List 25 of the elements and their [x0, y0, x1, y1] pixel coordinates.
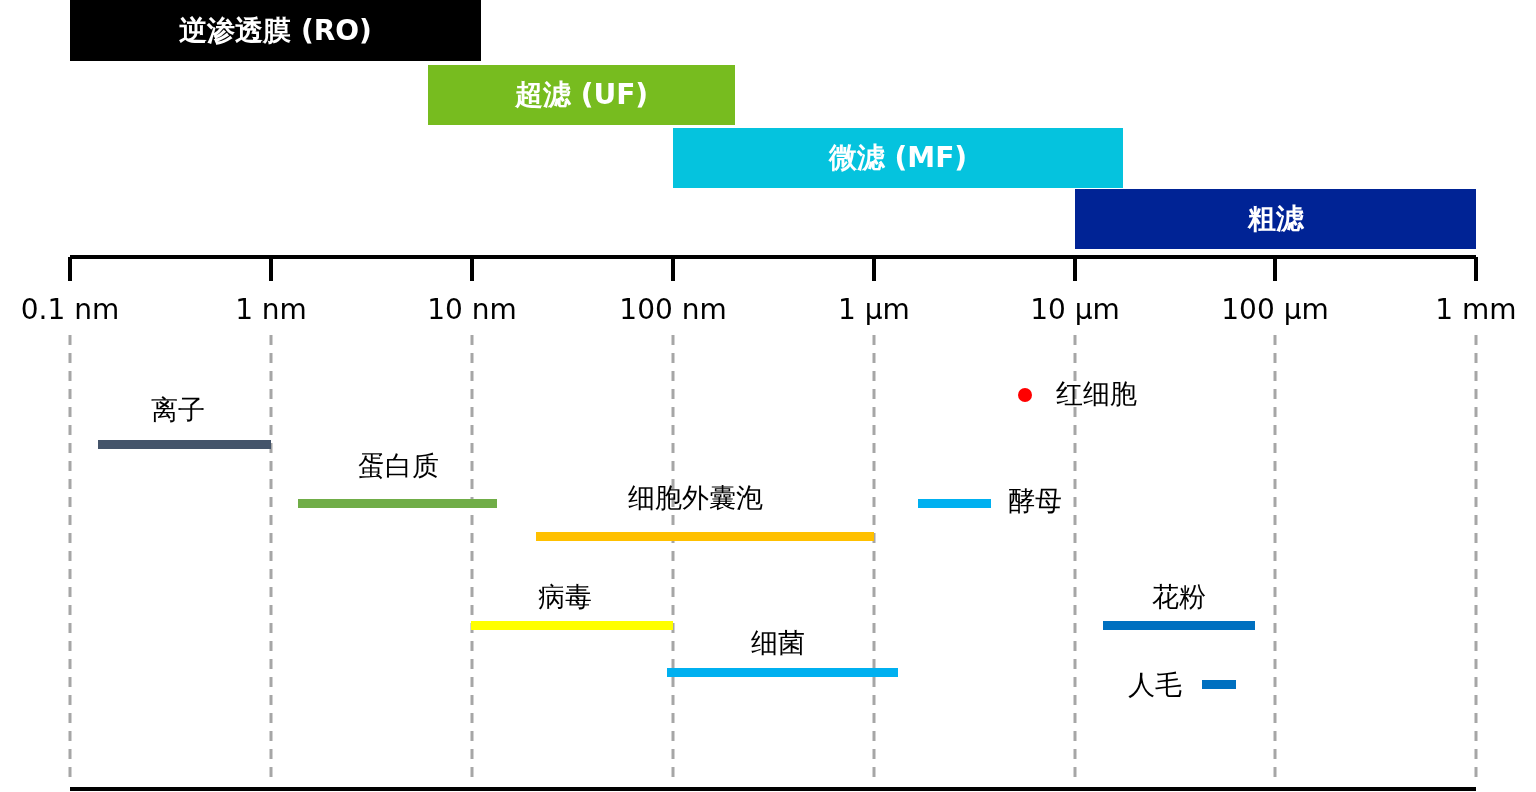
- filtration-band: [673, 128, 1123, 188]
- particle-label: 人毛: [1128, 671, 1182, 698]
- particle-label: 病毒: [538, 583, 592, 610]
- filtration-band: [70, 0, 481, 61]
- band-label: 逆渗透膜 (RO): [179, 12, 372, 49]
- particle-label: 蛋白质: [357, 452, 439, 479]
- band-label: 微滤 (MF): [828, 140, 968, 176]
- particle-label: 红细胞: [1056, 380, 1137, 407]
- particle-label: 细菌: [751, 629, 805, 656]
- scale-label: 1 μm: [838, 296, 910, 324]
- band-label: 粗滤: [1247, 201, 1304, 237]
- scale-label: 0.1 nm: [20, 296, 120, 324]
- scale-label: 1 nm: [235, 296, 307, 324]
- filtration-band: [1075, 189, 1476, 249]
- band-label: 超滤 (UF): [514, 77, 649, 113]
- scale-label: 10 nm: [427, 296, 517, 324]
- particle-label: 花粉: [1152, 583, 1206, 610]
- scale-label: 100 nm: [619, 296, 727, 324]
- particle-label: 细胞外囊泡: [627, 484, 763, 511]
- filtration-band: [428, 65, 735, 125]
- scale-label: 1 mm: [1435, 296, 1517, 324]
- particle-label: 酵母: [1008, 487, 1062, 514]
- particle-label: 离子: [151, 396, 205, 423]
- scale-label: 100 μm: [1221, 296, 1329, 324]
- scale-label: 10 μm: [1030, 296, 1120, 324]
